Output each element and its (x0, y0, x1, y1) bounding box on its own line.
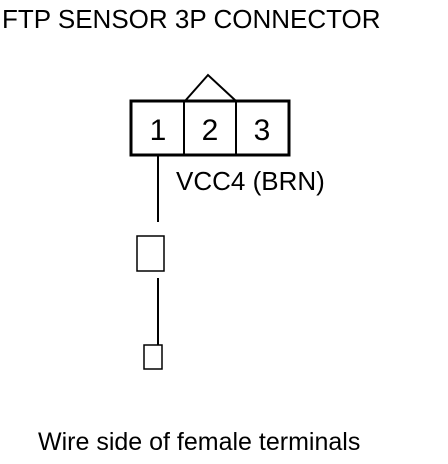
probe-terminal (143, 344, 163, 370)
pin-1-label: 1 (150, 114, 167, 147)
pin-3-label: 3 (254, 114, 271, 147)
diagram-caption: Wire side of female terminals (38, 428, 361, 456)
test-probe-body (136, 235, 165, 272)
wire-label: VCC4 (BRN) (176, 166, 325, 196)
pin-2-label: 2 (202, 114, 219, 147)
connector-lock-tab (184, 73, 237, 102)
connector-housing (129, 99, 291, 157)
diagram-title: FTP SENSOR 3P CONNECTOR (2, 4, 381, 34)
